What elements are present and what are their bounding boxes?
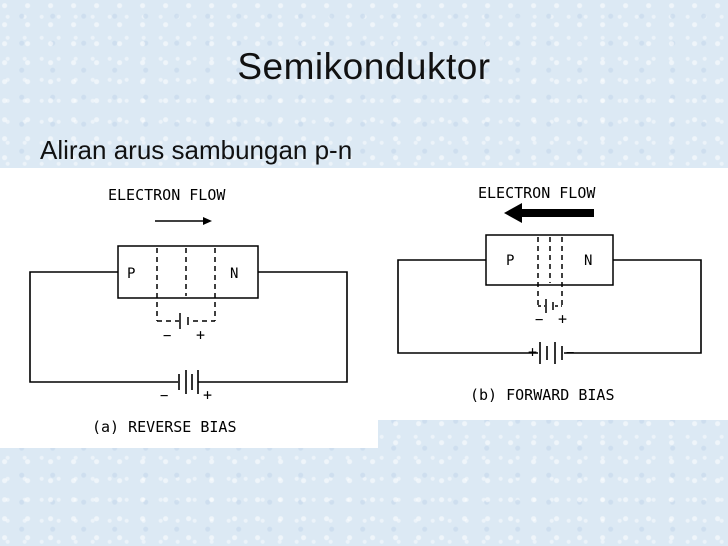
- forward-bias-svg: ELECTRON FLOW P N − + + − (b): [397, 184, 702, 404]
- slide-subtitle: Aliran arus sambungan p-n: [40, 135, 353, 165]
- battery-minus-label: −: [566, 345, 574, 361]
- junction-plus-label: +: [558, 310, 567, 328]
- electron-flow-arrow-thick: [504, 203, 594, 223]
- forward-bias-diagram: ELECTRON FLOW P N − + + − (b): [378, 168, 728, 420]
- battery-plus-label: +: [528, 343, 537, 361]
- p-region-label: P: [127, 266, 135, 282]
- slide-title: Semikonduktor: [237, 46, 491, 87]
- junction-minus-label: −: [535, 312, 543, 328]
- diode-body: [485, 234, 614, 313]
- junction-minus-label: −: [163, 328, 171, 344]
- electron-flow-label: ELECTRON FLOW: [108, 186, 226, 204]
- circuit-wire: [397, 259, 702, 364]
- n-region-label: N: [230, 266, 238, 282]
- reverse-bias-caption: (a) REVERSE BIAS: [92, 418, 237, 436]
- junction-plus-label: +: [196, 326, 205, 344]
- battery-minus-label: −: [160, 388, 168, 404]
- battery-plus-label: +: [203, 386, 212, 404]
- circuit-wire: [29, 271, 348, 394]
- electron-flow-arrow-thin: [155, 217, 212, 225]
- p-region-label: P: [506, 253, 514, 269]
- forward-bias-caption: (b) FORWARD BIAS: [470, 386, 615, 404]
- electron-flow-label: ELECTRON FLOW: [478, 184, 596, 202]
- reverse-bias-svg: ELECTRON FLOW P N − + − + (a): [29, 186, 348, 436]
- reverse-bias-diagram: ELECTRON FLOW P N − + − + (a): [0, 168, 378, 448]
- diode-body: [117, 245, 259, 329]
- n-region-label: N: [584, 253, 592, 269]
